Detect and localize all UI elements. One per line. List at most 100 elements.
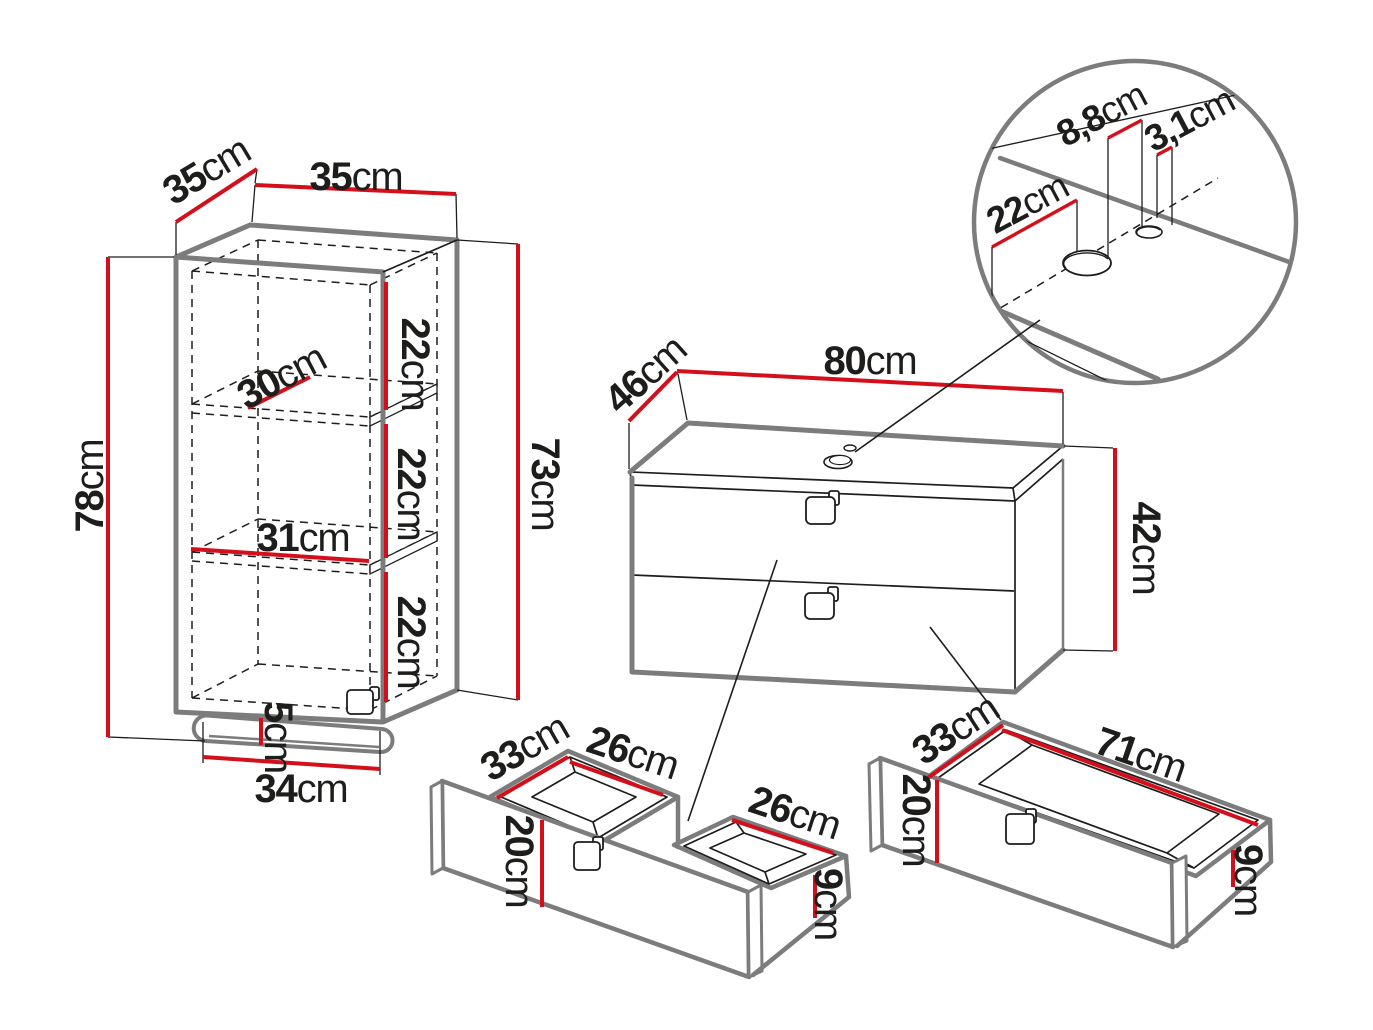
vanity-faucet-holes: [823, 444, 857, 470]
dim-line-vanity-width: [676, 369, 1064, 393]
dim-cabinet-top-width: 35cm: [309, 155, 402, 199]
tall-cabinet: [173, 222, 460, 755]
dim-cabinet-section-3-num: 22: [389, 595, 433, 637]
dim-cabinet-shelf-width: 31cm: [256, 516, 349, 560]
detail-circle: 22cm 8,8cm 3,1cm: [971, 58, 1299, 386]
dim-right-drawer-front-height-unit: cm: [894, 816, 938, 867]
dim-right-drawer-inner-height-unit: cm: [1226, 865, 1270, 916]
vanity-countertop-side: [1013, 446, 1063, 501]
dim-right-drawer-inner-height: 9cm: [1226, 844, 1270, 916]
dim-line-cabinet-bottom-width: [202, 755, 381, 771]
vanity-handle-2: [804, 592, 835, 620]
leader-top-drawer: [687, 559, 778, 822]
vanity-small-hole: [843, 444, 857, 452]
dim-mid-drawer-inner-height-num: 9: [806, 868, 850, 889]
dim-cabinet-rail-gap-unit: cm: [256, 722, 300, 773]
cabinet-shelf-1: [191, 370, 438, 427]
vanity-countertop-face: [630, 423, 1063, 488]
bottom-drawer-handle-plate: [1005, 813, 1035, 845]
vanity-drawer-handles: [804, 490, 840, 620]
cabinet-door-handle: [346, 686, 380, 715]
vanity-extension-lines: [628, 373, 1114, 652]
dim-cabinet-shelf-width-unit: cm: [299, 516, 350, 560]
vanity-thick-edges: [627, 420, 1066, 695]
dim-cabinet-section-1-num: 22: [393, 317, 437, 359]
dim-cabinet-inner-height: 73cm: [523, 437, 567, 530]
dim-mid-drawer-front-height: 20cm: [497, 814, 541, 907]
top-drawer-panel-left-cap: [429, 779, 445, 876]
dim-cabinet-bottom-width-num: 34: [254, 767, 298, 811]
dim-cabinet-height-unit: cm: [68, 439, 112, 490]
bottom-drawer-panel-left-cap: [867, 756, 884, 853]
vanity-handle-1: [805, 496, 836, 525]
dim-cabinet-section-2-num: 22: [389, 447, 433, 489]
dim-mid-drawer-inner-height: 9cm: [806, 868, 850, 940]
vanity-side-face: [1015, 459, 1063, 692]
dim-line-mid-drawer-width-right: [731, 818, 834, 855]
dim-vanity-depth: 46cm: [596, 327, 695, 422]
dim-line-detail-hole-offset: [991, 198, 1078, 249]
magnifier-circle: [971, 58, 1299, 386]
dim-line-detail-hole-gap: [1107, 118, 1143, 140]
dim-right-drawer-front-height-num: 20: [894, 773, 938, 815]
dim-line-cabinet-shelf-width: [190, 547, 370, 563]
dim-line-mid-drawer-width-left: [569, 760, 664, 797]
vanity-countertop-front: [630, 472, 1015, 501]
detail-wall-edge: [974, 92, 1246, 153]
leader-lines: [687, 319, 1041, 822]
bottom-drawer-unit: [867, 719, 1274, 950]
top-drawer-unit: [429, 748, 852, 980]
right-box-inner-rim: [683, 821, 837, 885]
dim-vanity-height: 42cm: [1124, 501, 1168, 594]
bottom-drawer-right-side-edges: [1174, 817, 1274, 949]
top-drawer-right-side-edges: [750, 853, 852, 978]
dim-cabinet-rail-gap-num: 5: [256, 701, 300, 723]
bottom-drawer-panel-right-cap: [1170, 854, 1189, 949]
dim-vanity-height-num: 42: [1124, 501, 1168, 543]
cabinet-shelf-2-end: [369, 530, 438, 576]
cabinet-shelf-2: [191, 518, 438, 575]
dim-cabinet-section-1-unit: cm: [393, 360, 437, 411]
right-box-floor: [709, 832, 807, 873]
dim-mid-drawer-front-height-num: 20: [497, 814, 541, 856]
detail-small-hole: [1135, 225, 1163, 239]
dim-cabinet-rail-gap: 5cm: [256, 701, 300, 773]
dim-vanity-width-unit: cm: [866, 339, 917, 383]
dim-mid-drawer-front-height-unit: cm: [497, 857, 541, 908]
cabinet-top-right-edge: [382, 239, 458, 273]
dim-vanity-height-unit: cm: [1124, 544, 1168, 595]
dim-cabinet-top-width-num: 35: [309, 155, 352, 199]
dim-cabinet-inner-height-num: 73: [523, 437, 567, 479]
vanity-large-hole-inner: [828, 454, 852, 466]
dim-cabinet-height: 78cm: [68, 439, 112, 532]
dim-right-drawer-front-height: 20cm: [894, 773, 938, 866]
dim-line-cabinet-top-depth: [174, 167, 259, 224]
dim-right-drawer-inner-height-num: 9: [1226, 844, 1270, 865]
cabinet-shelf-1-end: [369, 382, 438, 428]
dim-line-vanity-depth: [627, 370, 679, 423]
dim-cabinet-bottom-width-unit: cm: [297, 767, 348, 811]
dim-cabinet-shelf-width-num: 31: [256, 516, 299, 560]
top-drawer-handle-plate: [573, 841, 601, 871]
cabinet-front-face: [176, 257, 383, 722]
cabinet-towel-rail: [191, 713, 395, 755]
vanity-front-face: [632, 485, 1015, 692]
dim-line-cabinet-shelf-depth: [247, 375, 311, 410]
cabinet-outer-edges: [173, 222, 460, 725]
top-drawer-handle: [573, 836, 604, 871]
dim-cabinet-top-width-unit: cm: [352, 155, 403, 199]
dim-cabinet-height-num: 78: [68, 489, 112, 532]
detail-large-hole: [1062, 249, 1112, 277]
cabinet-handle-plate: [346, 689, 374, 715]
dim-cabinet-section-2: 22cm: [389, 447, 433, 540]
leader-holes-to-circle: [854, 319, 1041, 453]
cabinet-interior-dashed-lines: [191, 239, 438, 711]
detail-extension-lines: [991, 120, 1173, 322]
dim-vanity-width-num: 80: [823, 339, 865, 383]
dim-line-detail-hole-diameter: [1156, 145, 1173, 157]
cabinet-extension-lines: [107, 168, 519, 775]
dim-cabinet-section-1: 22cm: [393, 317, 437, 410]
dim-cabinet-section-3: 22cm: [389, 595, 433, 688]
